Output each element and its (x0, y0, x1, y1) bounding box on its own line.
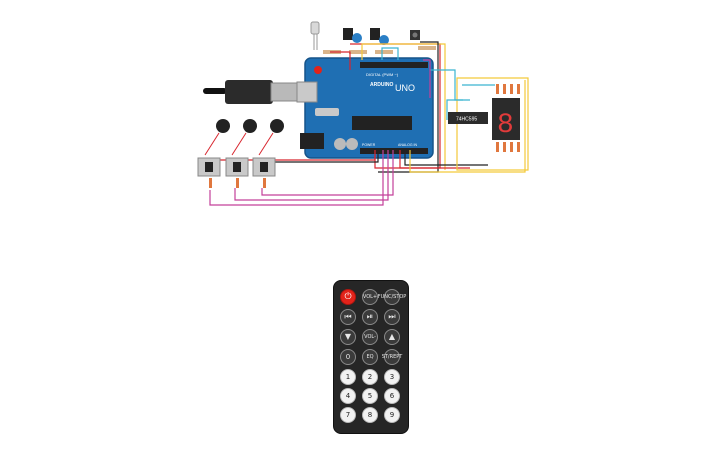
transistor-2[interactable] (370, 28, 389, 45)
resistor-row (323, 46, 436, 54)
button-2[interactable]: 2 (362, 369, 378, 385)
button-6[interactable]: 6 (384, 388, 400, 404)
driver-modules[interactable] (197, 157, 276, 188)
arduino-brand: ARDUINO (370, 82, 393, 88)
transistor-1[interactable] (343, 28, 362, 43)
seven-segment-display[interactable]: 8 (492, 98, 520, 141)
previous-icon[interactable]: ⏮ (340, 309, 356, 325)
push-button[interactable] (410, 30, 420, 40)
eq-button[interactable]: EQ (362, 349, 378, 365)
reset-button[interactable] (314, 66, 322, 74)
display-digit: 8 (497, 110, 514, 141)
arduino-model: UNO (395, 83, 415, 93)
photoresistor[interactable] (310, 21, 320, 50)
vol-down-button[interactable]: VOL- (362, 329, 378, 345)
display-resistors (496, 84, 520, 152)
vol-up-button[interactable]: VOL+ (362, 289, 378, 305)
button-1[interactable]: 1 (340, 369, 356, 385)
analog-header-label: ANALOG IN (398, 143, 418, 147)
button-7[interactable]: 7 (340, 407, 356, 423)
button-3[interactable]: 3 (384, 369, 400, 385)
play-pause-icon[interactable]: ⏯ (362, 309, 378, 325)
usb-cable[interactable] (203, 80, 298, 104)
arduino-board[interactable]: DIGITAL (PWM ~) ARDUINO UNO POWER ANALOG… (296, 57, 434, 159)
ir-remote[interactable]: ⏻ VOL+ FUNC/STOP ⏮ ⏯ ⏭ ▼ VOL- ▲ 0 EQ ST/… (333, 280, 409, 434)
digital-header-label: DIGITAL (PWM ~) (366, 72, 399, 77)
shift-register-chip[interactable]: 74HC595 (448, 112, 488, 124)
up-icon[interactable]: ▲ (384, 329, 400, 345)
st-rept-button[interactable]: ST/REPT (382, 349, 402, 365)
button-8[interactable]: 8 (362, 407, 378, 423)
next-icon[interactable]: ⏭ (384, 309, 400, 325)
button-5[interactable]: 5 (362, 388, 378, 404)
chip-label: 74HC595 (456, 117, 477, 123)
button-9[interactable]: 9 (384, 407, 400, 423)
button-0[interactable]: 0 (340, 349, 356, 365)
power-icon[interactable]: ⏻ (340, 289, 356, 305)
power-header-label: POWER (362, 143, 376, 147)
piezo-discs[interactable] (204, 119, 284, 156)
button-4[interactable]: 4 (340, 388, 356, 404)
down-icon[interactable]: ▼ (340, 329, 356, 345)
func-stop-button[interactable]: FUNC/STOP (378, 289, 406, 305)
wires (200, 41, 529, 206)
